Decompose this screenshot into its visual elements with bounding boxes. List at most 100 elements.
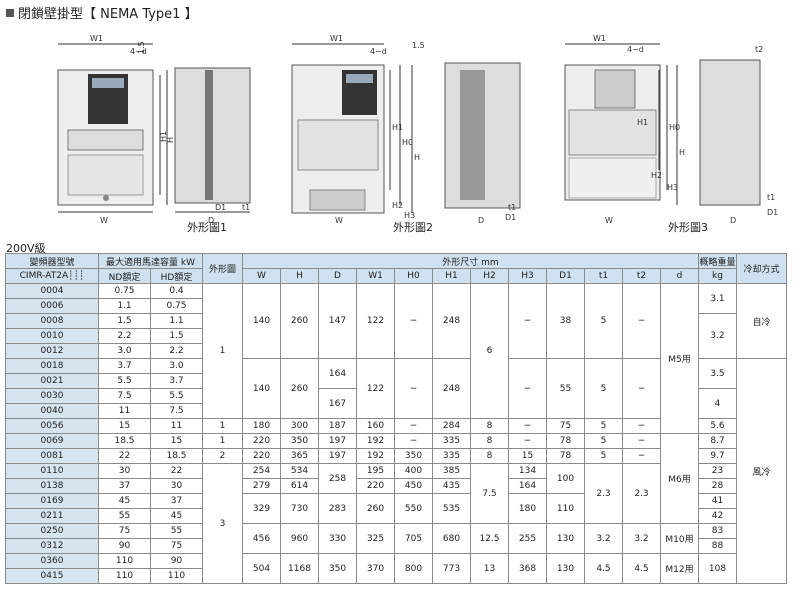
fig3-w: W	[605, 216, 613, 225]
outline-figure-1-label: 外形圖1	[187, 221, 227, 234]
table-cell: −	[622, 448, 661, 464]
dim-col-h0: H0	[394, 268, 433, 284]
dim-col-h3: H3	[508, 268, 547, 284]
table-cell: 0010	[5, 328, 99, 344]
fig1-w: W	[100, 216, 108, 225]
table-cell: 300	[280, 418, 319, 434]
table-cell: 773	[432, 553, 471, 584]
cell-h0: −	[394, 283, 433, 359]
table-cell: −	[394, 358, 433, 419]
table-cell: 167	[318, 388, 357, 419]
table-cell: 0021	[5, 373, 99, 389]
table-cell: 75	[150, 538, 203, 554]
table-cell: 5	[584, 358, 623, 419]
fig1-h1: H1	[159, 131, 168, 142]
table-cell: 7.5	[470, 463, 509, 524]
fig3-h: H	[679, 148, 685, 157]
table-cell: 0008	[5, 313, 99, 329]
table-cell: 88	[698, 538, 737, 554]
table-cell: 197	[318, 448, 357, 464]
cell-d-bolt: M5用	[660, 283, 699, 434]
cell-d1: 38	[546, 283, 585, 359]
cell-cooling: 風冷	[736, 358, 787, 584]
cell-cooling: 自冷	[736, 283, 787, 359]
table-cell: 0030	[5, 388, 99, 404]
table-cell: 0250	[5, 523, 99, 539]
fig3-t2: t2	[755, 45, 763, 54]
fig3-w1: W1	[593, 34, 606, 43]
table-cell: 680	[432, 523, 471, 554]
table-cell: 78	[546, 433, 585, 449]
table-cell: 130	[546, 523, 585, 554]
fig3-d1: D1	[767, 208, 778, 217]
fig2-h3: H3	[404, 211, 415, 220]
table-cell: 13	[470, 553, 509, 584]
table-cell: 7.5	[150, 403, 203, 419]
table-cell: 350	[394, 448, 433, 464]
cell-h1: 248	[432, 283, 471, 359]
header-nd: ND額定	[98, 268, 151, 284]
table-cell: 255	[508, 523, 547, 554]
table-cell: 28	[698, 478, 737, 494]
table-cell: 8	[470, 418, 509, 434]
table-cell: 0056	[5, 418, 99, 434]
table-cell: 0360	[5, 553, 99, 569]
fig1-4d: 4−d	[130, 47, 147, 56]
cell-model: 0004	[5, 283, 99, 299]
table-cell: 350	[280, 433, 319, 449]
fig1-15: 1.5	[137, 41, 146, 54]
bullet-square-icon	[6, 8, 14, 17]
fig3-4d: 4−d	[627, 45, 644, 54]
table-cell: 730	[280, 493, 319, 524]
table-cell: 2.3	[622, 463, 661, 524]
table-cell: 164	[318, 358, 357, 389]
table-cell: −	[622, 433, 661, 449]
table-cell: 3.0	[150, 358, 203, 374]
table-cell: 37	[98, 478, 151, 494]
table-cell: 1.5	[150, 328, 203, 344]
table-cell: 197	[318, 433, 357, 449]
header-model-sub: CIMR-AT2A┊┊┊	[5, 268, 99, 284]
table-cell: 260	[356, 493, 395, 524]
table-cell: 325	[356, 523, 395, 554]
fig2-w1: W1	[330, 34, 343, 43]
dim-col-h1: H1	[432, 268, 471, 284]
header-dims: 外形尺寸 mm	[242, 253, 699, 269]
cell-h2: 6	[470, 283, 509, 419]
header-weight: 概略重量	[698, 253, 737, 269]
fig1-d1: D1	[215, 203, 226, 212]
cell-weight: 3.2	[698, 313, 737, 359]
header-model: 變頻器型號	[5, 253, 99, 269]
cell-w: 140	[242, 283, 281, 359]
fig1-d: D	[208, 216, 214, 225]
table-cell: 110	[98, 568, 151, 584]
table-cell: 110	[546, 493, 585, 524]
table-cell: 11	[150, 418, 203, 434]
header-hd: HD額定	[150, 268, 203, 284]
table-cell: −	[508, 358, 547, 419]
table-cell: 5	[584, 433, 623, 449]
table-cell: 3.7	[98, 358, 151, 374]
table-cell: 1168	[280, 553, 319, 584]
table-cell: 5.6	[698, 418, 737, 434]
table-cell: 705	[394, 523, 433, 554]
table-cell: 614	[280, 478, 319, 494]
page-title: 閉鎖壁掛型【 NEMA Type1 】	[6, 3, 198, 22]
table-cell: 3.2	[584, 523, 623, 554]
table-cell: 15	[98, 418, 151, 434]
spec-table: 變頻器型號 最大適用馬達容量 kW 外形圖 外形尺寸 mm 概略重量 冷却方式 …	[5, 253, 787, 584]
table-cell: 0006	[5, 298, 99, 314]
table-cell: 41	[698, 493, 737, 509]
table-cell: 0169	[5, 493, 99, 509]
table-cell: 0018	[5, 358, 99, 374]
table-cell: 75	[546, 418, 585, 434]
table-cell: 284	[432, 418, 471, 434]
table-cell: 30	[150, 478, 203, 494]
table-cell: 9.7	[698, 448, 737, 464]
table-cell: 3.0	[98, 343, 151, 359]
